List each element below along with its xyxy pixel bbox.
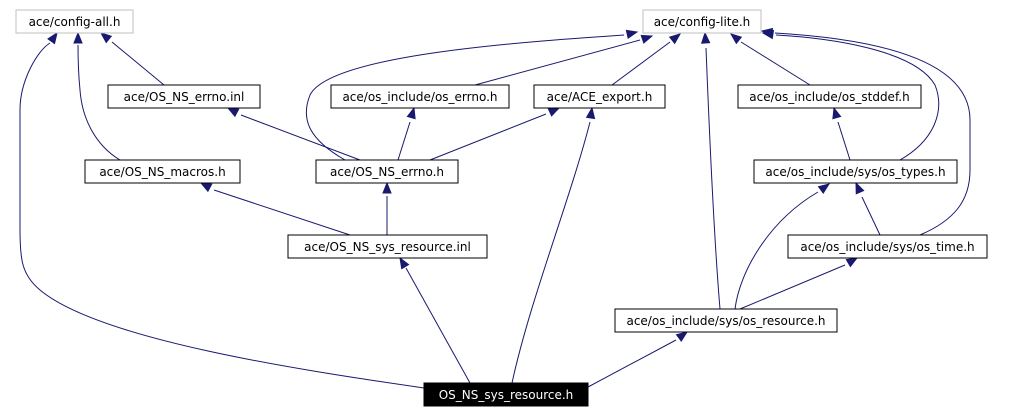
arrow-head-icon [199,182,213,193]
edge-os_time-to-os_types [855,181,881,236]
node-os-ns-macros[interactable]: ace/OS_NS_macros.h [84,159,241,184]
node-os-time-label: ace/os_include/sys/os_time.h [800,240,974,254]
node-os-ns-sys-resource-inl[interactable]: ace/OS_NS_sys_resource.inl [287,234,488,259]
node-os-types-label: ace/os_include/sys/os_types.h [765,165,945,179]
edge-line [405,267,471,384]
edge-sys_res_inl-to-ns_errno [382,181,392,235]
arrow-head-icon [675,331,689,343]
edge-line [774,32,971,236]
edge-line [837,121,851,161]
arrow-head-icon [399,256,410,270]
edge-sys_res_inl-to-ns_macros [199,182,351,236]
edge-line [511,121,591,384]
edge-line [474,39,641,86]
edge-root-to-config_all [19,31,425,389]
edge-line [429,113,547,161]
node-os-stddef[interactable]: ace/os_include/os_stddef.h [737,84,922,109]
edge-line [111,41,165,86]
edge-os_resource-to-os_time [739,257,859,310]
node-os-resource[interactable]: ace/os_include/sys/os_resource.h [614,308,838,333]
edges-layer [19,27,971,389]
arrow-head-icon [585,106,596,120]
edge-line [587,339,677,388]
node-os-errno[interactable]: ace/os_include/os_errno.h [330,84,510,109]
arrow-head-icon [99,32,113,44]
arrow-head-icon [817,183,831,195]
node-os-errno-label: ace/os_include/os_errno.h [342,90,497,104]
arrow-head-icon [832,106,842,120]
node-os-time[interactable]: ace/os_include/sys/os_time.h [787,234,988,259]
node-os-ns-macros-label: ace/OS_NS_macros.h [99,165,225,179]
edge-os_stddef-to-config_lite [729,33,811,86]
edge-os_errno-to-config_lite [474,34,654,86]
node-os-stddef-label: ace/os_include/os_stddef.h [749,90,909,104]
arrow-head-icon [640,34,654,44]
edge-line [240,114,361,161]
arrow-head-icon [760,27,774,38]
node-config-all[interactable]: ace/config-all.h [15,9,134,34]
node-os-ns-errno-inl[interactable]: ace/OS_NS_errno.inl [107,84,261,109]
arrow-head-icon [73,31,83,44]
edge-line [739,264,846,310]
arrow-head-icon [382,181,392,194]
edge-ns_errno-to-errno_inl [226,107,361,161]
edge-line [740,41,811,86]
node-config-lite[interactable]: ace/config-lite.h [642,9,762,34]
edge-errno_inl-to-config_all [99,32,165,86]
arrow-head-icon [406,106,416,120]
node-os-resource-label: ace/os_include/sys/os_resource.h [626,314,825,328]
edge-os_resource-to-os_types [734,183,831,310]
arrow-head-icon [700,31,711,44]
edge-line [305,34,625,161]
edge-line [775,34,940,161]
node-os-ns-errno-h-label: ace/OS_NS_errno.h [330,165,444,179]
node-os-ns-sys-resource-inl-label: ace/OS_NS_sys_resource.inl [304,240,471,254]
node-root-os-ns-sys-resource[interactable]: OS_NS_sys_resource.h [423,382,589,407]
nodes-layer: ace/config-all.h ace/config-lite.h ace/O… [15,9,988,407]
node-config-lite-label: ace/config-lite.h [654,15,751,29]
edge-ns_errno-to-config_lite [305,29,639,161]
edge-line [77,44,121,161]
edge-ace_export-to-config_lite [611,33,682,86]
edge-os_resource-to-config_lite [700,31,721,310]
arrow-head-icon [625,29,639,39]
arrow-head-icon [668,33,682,45]
node-ace-export-label: ace/ACE_export.h [547,90,653,104]
edge-line [611,41,671,86]
node-root-label: OS_NS_sys_resource.h [439,388,574,402]
edge-line [213,189,351,236]
arrow-head-icon [226,107,240,118]
arrow-head-icon [547,107,561,117]
edge-line [734,191,819,310]
edge-line [861,196,881,236]
arrow-head-icon [855,181,865,195]
edge-line [705,47,721,310]
arrow-head-icon [845,257,859,268]
edge-root-to-ace_export [511,106,596,384]
edge-ns_macros-to-config_all [73,31,121,161]
edge-line [19,42,425,389]
node-os-types[interactable]: ace/os_include/sys/os_types.h [753,159,958,184]
node-ace-export[interactable]: ace/ACE_export.h [533,84,666,109]
node-os-ns-errno-inl-label: ace/OS_NS_errno.inl [124,90,245,104]
edge-ns_errno-to-ace_export [429,107,561,161]
edge-os_types-to-os_stddef [832,106,851,161]
arrow-head-icon [47,31,58,45]
edge-root-to-sys_res_inl [399,256,471,384]
edge-root-to-os_resource [587,331,689,388]
node-os-ns-errno-h[interactable]: ace/OS_NS_errno.h [315,159,459,184]
node-config-all-label: ace/config-all.h [29,15,121,29]
arrow-head-icon [729,33,743,45]
edge-os_time-to-config_lite [760,27,971,236]
edge-ns_errno-to-os_errno [397,106,416,161]
edge-line [397,121,411,161]
